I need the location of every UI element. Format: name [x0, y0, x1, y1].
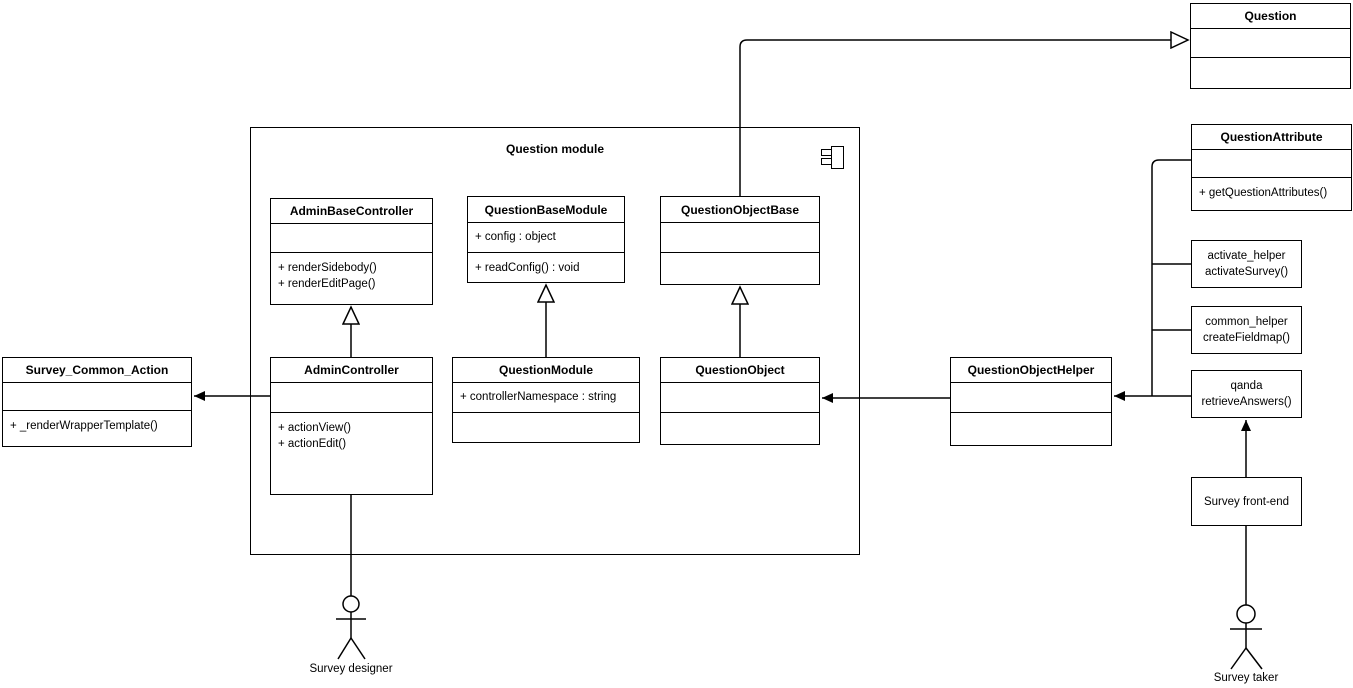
class-methods: [1191, 58, 1350, 88]
class-surveycommonaction: Survey_Common_Action + _renderWrapperTem…: [2, 357, 192, 447]
class-title: QuestionModule: [453, 358, 639, 383]
class-methods: + _renderWrapperTemplate(): [10, 420, 158, 432]
package-question-module: Question module: [250, 127, 860, 555]
class-questionobjecthelper: QuestionObjectHelper: [950, 357, 1112, 446]
class-title: QuestionBaseModule: [468, 197, 624, 223]
class-attributes: [661, 383, 819, 413]
survey-taker-actor-icon: [1230, 604, 1263, 670]
class-title: Question: [1191, 4, 1350, 29]
bracket-vertical-line: [1151, 159, 1191, 396]
survey-taker-label: Survey taker: [1213, 672, 1279, 684]
component-icon: [821, 146, 844, 169]
class-questionobject: QuestionObject: [660, 357, 820, 445]
class-adminbasecontroller: AdminBaseController + renderSidebody() +…: [270, 198, 433, 305]
class-methods: [951, 413, 1111, 445]
class-questionobjectbase: QuestionObjectBase: [660, 196, 820, 285]
class-title: QuestionObjectHelper: [951, 358, 1111, 383]
class-title: Survey_Common_Action: [3, 358, 191, 383]
class-attributes: [661, 223, 819, 253]
class-admincontroller: AdminController + actionView() + actionE…: [270, 357, 433, 495]
class-title: QuestionObjectBase: [661, 197, 819, 223]
class-attributes: + controllerNamespace : string: [453, 383, 639, 413]
class-methods: + renderSidebody() + renderEditPage(): [278, 262, 377, 290]
generalization-questionobjectbase-question: [739, 40, 1188, 196]
helper-node-common: common_helper createFieldmap(): [1191, 306, 1302, 354]
helper-node-qanda: qanda retrieveAnswers(): [1191, 370, 1302, 418]
class-title: AdminController: [271, 358, 432, 383]
class-attributes: [3, 383, 191, 411]
class-attributes: [271, 224, 432, 253]
class-attributes: [1191, 29, 1350, 58]
survey-designer-actor-icon: [336, 595, 366, 660]
class-methods: + readConfig() : void: [475, 262, 580, 274]
class-questionmodule: QuestionModule + controllerNamespace : s…: [452, 357, 640, 443]
class-questionattribute: QuestionAttribute + getQuestionAttribute…: [1191, 124, 1352, 211]
class-title: QuestionObject: [661, 358, 819, 383]
class-methods: [661, 413, 819, 444]
class-title: AdminBaseController: [271, 199, 432, 224]
survey-designer-label: Survey designer: [309, 663, 393, 675]
class-attributes: [1192, 150, 1351, 178]
class-methods: + actionView() + actionEdit(): [278, 422, 351, 450]
helper-node-activate: activate_helper activateSurvey(): [1191, 240, 1302, 288]
class-attributes: + config : object: [468, 223, 624, 253]
class-methods: [661, 253, 819, 284]
node-survey-front-end: Survey front-end: [1191, 477, 1302, 526]
package-title: Question module: [505, 142, 604, 156]
class-methods: + getQuestionAttributes(): [1199, 187, 1328, 199]
class-attributes: [951, 383, 1111, 413]
class-attributes: [271, 383, 432, 413]
class-methods: [453, 413, 639, 442]
class-questionbasemodule: QuestionBaseModule + config : object + r…: [467, 196, 625, 283]
class-question: Question: [1190, 3, 1351, 89]
class-title: QuestionAttribute: [1192, 125, 1351, 150]
